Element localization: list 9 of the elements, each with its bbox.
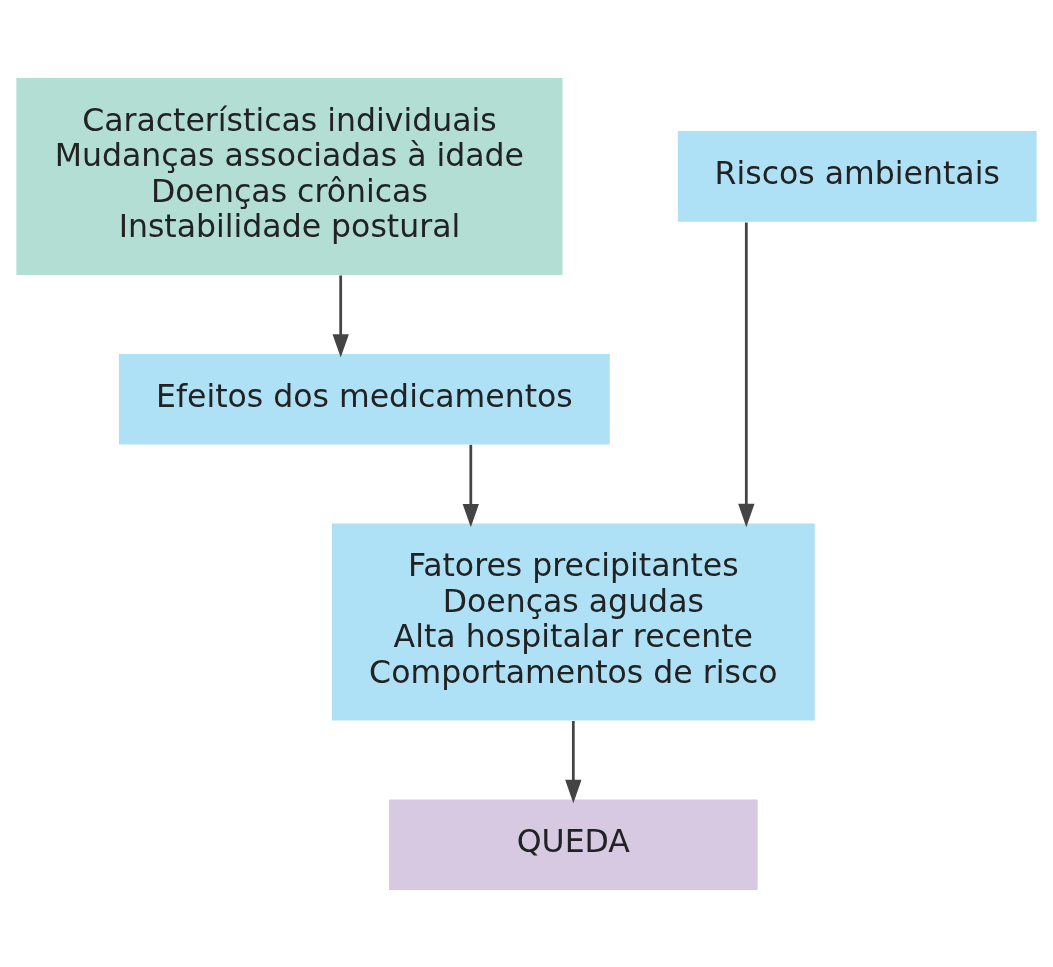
arrow	[565, 720, 582, 803]
node-box: Efeitos dos medicamentos	[118, 353, 610, 445]
arrow	[462, 444, 479, 527]
arrow	[332, 274, 349, 358]
node-box: Fatores precipitantes Doenças agudas Alta hospitalar recente Comportamentos de risco	[331, 522, 815, 721]
arrow	[738, 221, 755, 527]
node-box: QUEDA	[389, 798, 758, 890]
node-box: Características individuais Mudanças associadas à idade Doenças crônicas Instabilidade postural	[16, 77, 563, 275]
node-box: Riscos ambientais	[677, 130, 1037, 222]
